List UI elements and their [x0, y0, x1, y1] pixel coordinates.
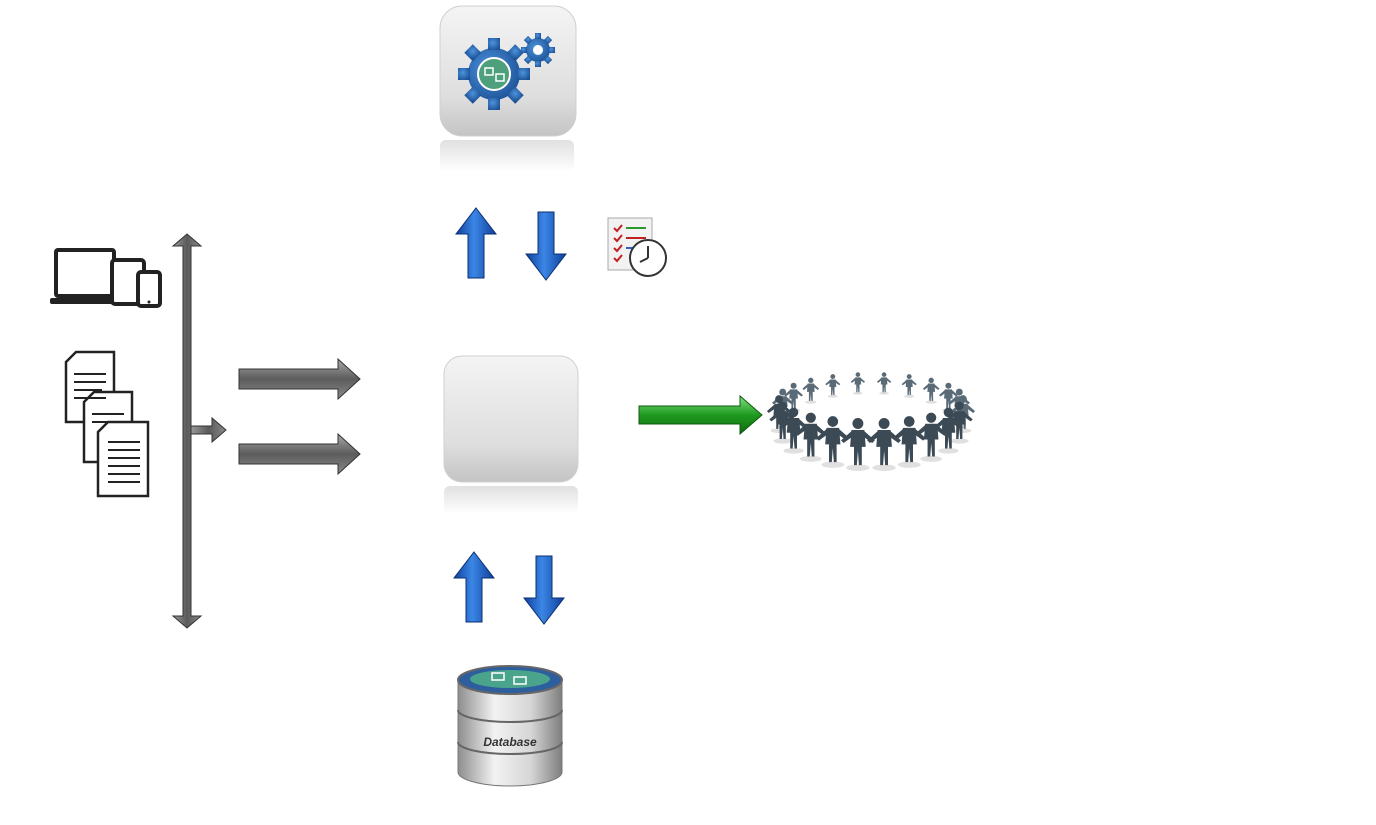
gear-engine-tile [438, 4, 580, 174]
person-figure [850, 372, 866, 395]
central-system-tile [442, 354, 582, 516]
person-figure [922, 377, 940, 404]
person-figure [795, 412, 827, 462]
checklist-clock-icon [606, 216, 672, 280]
blue-up-arrow-upper [452, 206, 500, 282]
person-figure [876, 372, 892, 395]
person-figure [778, 407, 809, 454]
documents-icon [62, 350, 154, 500]
database-icon: Database [452, 664, 568, 790]
person-figure [915, 412, 947, 462]
person-figure [825, 374, 841, 398]
person-figure [867, 418, 901, 471]
people-circle-icon [764, 366, 978, 478]
devices-icon [50, 246, 165, 308]
person-figure [892, 416, 926, 468]
person-figure [841, 418, 875, 471]
blue-up-arrow-lower [450, 550, 498, 626]
blue-down-arrow-lower [520, 554, 568, 626]
gray-arrow-upper [236, 356, 364, 402]
person-figure [933, 407, 964, 454]
green-output-arrow [636, 393, 766, 437]
person-figure [901, 374, 917, 398]
person-figure [816, 416, 850, 468]
gear-icon [458, 38, 530, 110]
gray-arrow-lower [236, 431, 364, 477]
vertical-double-arrow [168, 232, 232, 630]
blue-down-arrow-upper [522, 210, 570, 282]
database-label: Database [483, 735, 537, 749]
person-figure [802, 377, 820, 404]
